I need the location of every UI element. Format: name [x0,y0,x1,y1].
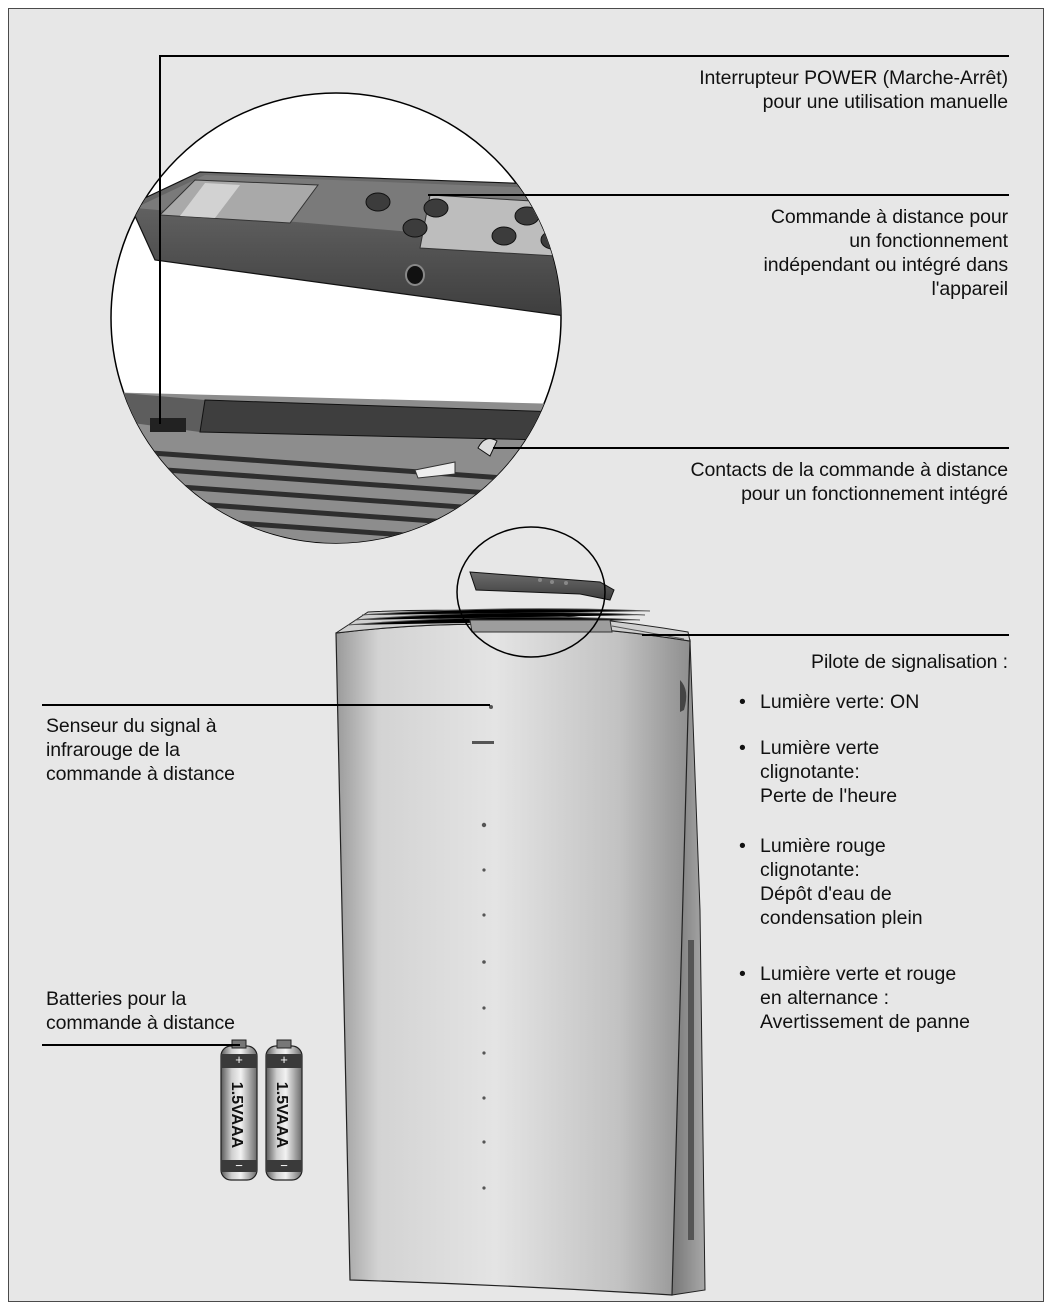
leader-power-switch [159,55,1009,424]
battery-1-print: 1.5VAAA [228,1082,245,1149]
batteries-illustration: + − 1.5VAAA + − 1.5VAAA [220,1039,303,1181]
battery-1-plus: + [235,1052,243,1067]
magnified-view [110,92,562,544]
label-remote-contacts: Contacts de la commande à distance pour … [690,459,1009,505]
label-power-switch: Interrupteur POWER (Marche-Arrêt) pour u… [699,67,1008,113]
bullet: • [739,691,746,713]
remote-on-top [469,571,615,601]
dehumidifier-body [335,608,706,1296]
bullet: • [739,835,746,857]
label-signal-pilot: Pilote de signalisation : [811,651,1008,673]
label-batteries: Batteries pour la commande à distance [46,988,235,1034]
battery-2-minus: − [280,1158,288,1173]
battery-2-plus: + [280,1052,288,1067]
leader-lines [42,55,1009,1046]
battery-1: + − 1.5VAAA [220,1039,258,1181]
bullet: • [739,963,746,985]
bullet: • [739,737,746,759]
battery-2-print: 1.5VAAA [273,1082,290,1149]
battery-1-minus: − [235,1158,243,1173]
small-magnifier-circle [456,526,606,658]
label-remote-control: Commande à distance pour un fonctionneme… [763,206,1008,300]
battery-2: + − 1.5VAAA [265,1039,303,1181]
label-ir-sensor: Senseur du signal à infrarouge de la com… [46,715,235,785]
